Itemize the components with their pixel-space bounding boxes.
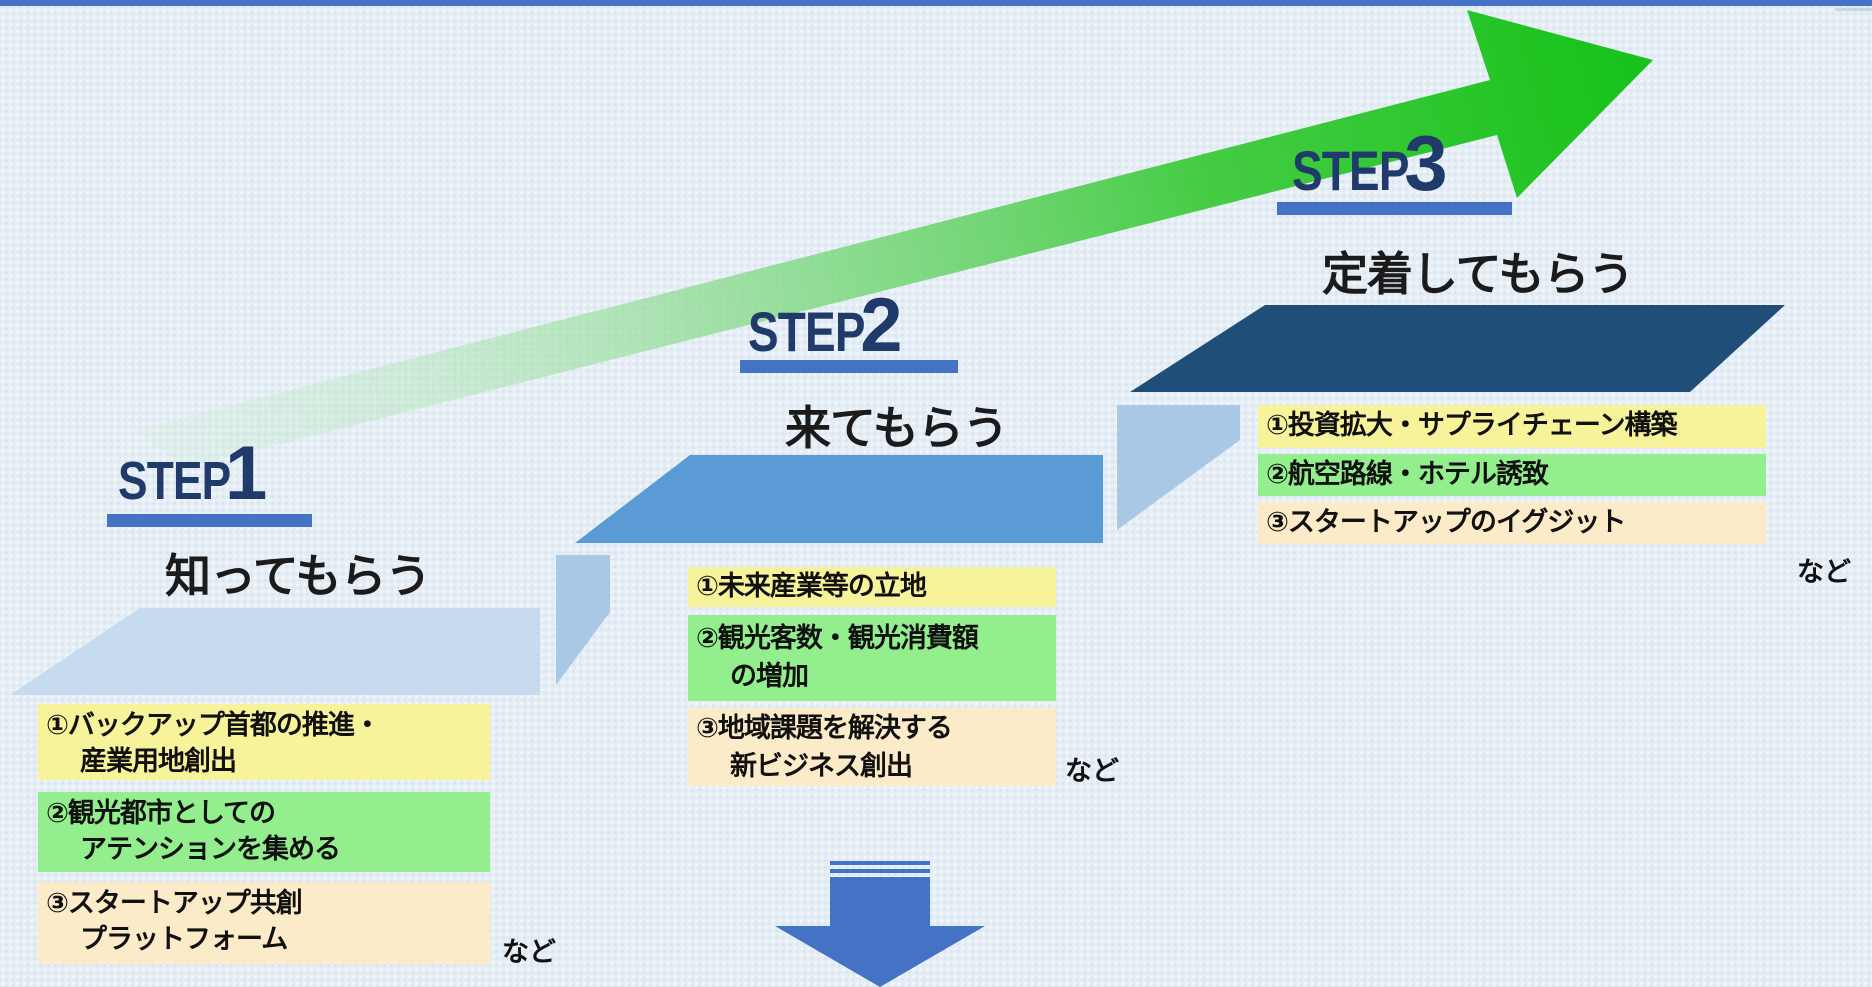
step1-heading: 知ってもらう xyxy=(165,549,431,603)
top-border-line xyxy=(0,0,1872,6)
growth-arrow xyxy=(135,10,1653,468)
step2-heading: 来てもらう xyxy=(785,401,1009,455)
step3-underline xyxy=(1277,202,1512,215)
step1-item-2-line1: ②観光都市としての xyxy=(46,798,276,829)
step1-item-1: ①バックアップ首都の推進・ 産業用地創出 xyxy=(38,704,490,780)
step1-underline xyxy=(107,514,312,527)
step2-item-1-line1: ①未来産業等の立地 xyxy=(696,571,927,602)
step2-item-3-line2: 新ビジネス創出 xyxy=(730,751,913,782)
step3-item-3-line1: ③スタートアップのイグジット xyxy=(1266,507,1626,538)
step1-item-3-line1: ③スタートアップ共創 xyxy=(46,888,303,919)
step3-label: STEP3 xyxy=(1292,118,1448,209)
step3-item-2-line1: ②航空路線・ホテル誘致 xyxy=(1266,459,1549,490)
top-border-accent xyxy=(1835,8,1872,11)
step2-prefix: STEP xyxy=(748,300,865,363)
step2-item-3: ③地域課題を解決する 新ビジネス創出 xyxy=(688,708,1056,786)
step2-item-2-line2: の増加 xyxy=(730,661,809,692)
step2-item-1: ①未来産業等の立地 xyxy=(688,567,1056,607)
step3-platform xyxy=(1130,305,1785,392)
step1-etc: など xyxy=(502,937,556,968)
down-arrow-icon xyxy=(775,861,985,987)
step3-item-1-line1: ①投資拡大・サプライチェーン構築 xyxy=(1266,410,1678,441)
step1-2-riser xyxy=(556,555,610,685)
step1-label: STEP1 xyxy=(118,430,267,517)
step3-heading: 定着してもらう xyxy=(1322,247,1634,301)
step3-etc: など xyxy=(1797,557,1851,588)
step1-item-3-line2: プラットフォーム xyxy=(80,924,288,955)
step1-prefix: STEP xyxy=(118,451,231,511)
step2-number: 2 xyxy=(860,283,903,368)
step1-item-2-line2: アテンションを集める xyxy=(80,834,341,865)
step3-number: 3 xyxy=(1404,119,1448,207)
step3-prefix: STEP xyxy=(1292,139,1409,202)
step3-item-2: ②航空路線・ホテル誘致 xyxy=(1258,454,1766,496)
step2-underline xyxy=(740,360,958,373)
step2-item-2-line1: ②観光客数・観光消費額 xyxy=(696,623,979,654)
step2-etc: など xyxy=(1065,756,1119,787)
step1-number: 1 xyxy=(225,431,268,516)
step2-3-riser xyxy=(1117,405,1240,530)
step1-item-2: ②観光都市としての アテンションを集める xyxy=(38,792,490,872)
step2-platform xyxy=(575,455,1103,543)
step1-item-1-line1: ①バックアップ首都の推進・ xyxy=(46,710,381,741)
step2-item-2: ②観光客数・観光消費額 の増加 xyxy=(688,615,1056,701)
step2-item-3-line1: ③地域課題を解決する xyxy=(696,713,953,744)
step1-item-1-line2: 産業用地創出 xyxy=(80,746,237,777)
step2-label: STEP2 xyxy=(748,282,903,369)
step3-item-1: ①投資拡大・サプライチェーン構築 xyxy=(1258,405,1766,448)
step1-platform xyxy=(10,608,540,695)
step3-item-3: ③スタートアップのイグジット xyxy=(1258,502,1766,544)
step1-item-3: ③スタートアップ共創 プラットフォーム xyxy=(38,882,490,964)
